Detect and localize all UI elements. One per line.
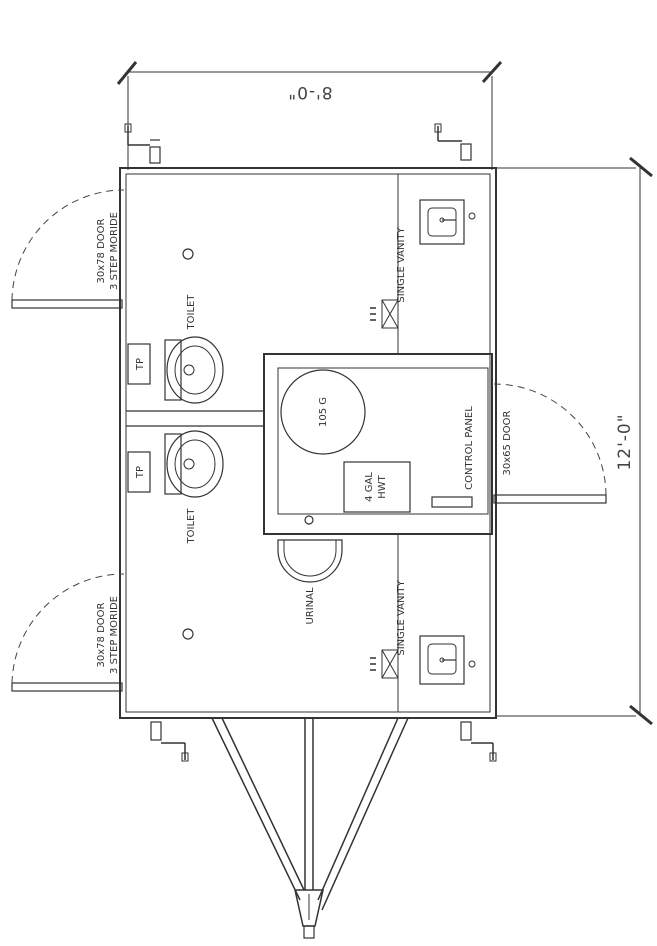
door-bottom-label-line1: 30x78 DOOR [96, 602, 107, 667]
trailer-outer-wall [119, 167, 497, 719]
length-dimension: 12'-0" [496, 156, 653, 726]
toilet-top-icon [164, 336, 224, 404]
tank-label: 105 G [318, 397, 329, 427]
stabilizer-jacks [124, 123, 497, 762]
heater-label-line2: HWT [377, 474, 388, 498]
jack-top-left [124, 123, 161, 164]
urinal: URINAL [277, 539, 343, 625]
soap-dispenser-bottom-icon [370, 649, 399, 679]
tp-holder-bottom [127, 451, 151, 493]
jack-bottom-right [460, 721, 497, 762]
door-right[interactable]: 30x65 DOOR [493, 383, 607, 504]
toilet-bottom-icon [164, 430, 224, 498]
length-dimension-label: 12'-0" [615, 413, 635, 470]
door-top[interactable]: 30x78 DOOR 3 STEP MORIDE [11, 189, 125, 309]
trailer-hitch [211, 717, 409, 939]
utility-room [263, 353, 493, 535]
tp-label-top: TP [135, 358, 146, 371]
jack-bottom-left [150, 721, 189, 762]
control-panel[interactable]: CONTROL PANEL [431, 406, 475, 508]
door-right-label: 30x65 DOOR [502, 410, 513, 475]
width-dimension-label: 8'-0" [287, 82, 332, 102]
door-bottom[interactable]: 30x78 DOOR 3 STEP MORIDE [11, 573, 125, 692]
trailer-inner-wall [125, 173, 491, 713]
jack-top-right [434, 123, 472, 161]
floor-drain-top [182, 248, 194, 260]
vanity-bottom-label: SINGLE VANITY [396, 579, 407, 655]
toilet-bottom-label: TOILET [186, 508, 197, 545]
toilet-room-top: TP TOILET [127, 248, 224, 404]
water-tank: 105 G [280, 369, 366, 455]
tp-label-bottom: TP [135, 466, 146, 479]
floor-drain-bottom [182, 628, 194, 640]
soap-dispenser-top-icon [370, 299, 399, 329]
toilet-room-bottom: TP TOILET [127, 430, 224, 640]
door-top-label-line1: 30x78 DOOR [96, 218, 107, 283]
door-top-label-line2: 3 STEP MORIDE [109, 212, 120, 290]
vanity-top: SINGLE VANITY [370, 199, 476, 329]
urinal-label: URINAL [305, 587, 316, 625]
water-heater: 4 GAL HWT [343, 461, 411, 513]
utility-drain [304, 515, 314, 525]
width-dimension: 8'-0" [116, 60, 503, 170]
door-bottom-label-line2: 3 STEP MORIDE [109, 596, 120, 674]
tp-holder-top [127, 343, 151, 385]
vanity-top-label: SINGLE VANITY [396, 226, 407, 302]
toilet-top-label: TOILET [186, 294, 197, 331]
control-panel-label: CONTROL PANEL [464, 406, 475, 490]
vanity-bottom: SINGLE VANITY [370, 579, 476, 685]
heater-label-line1: 4 GAL [364, 472, 375, 502]
